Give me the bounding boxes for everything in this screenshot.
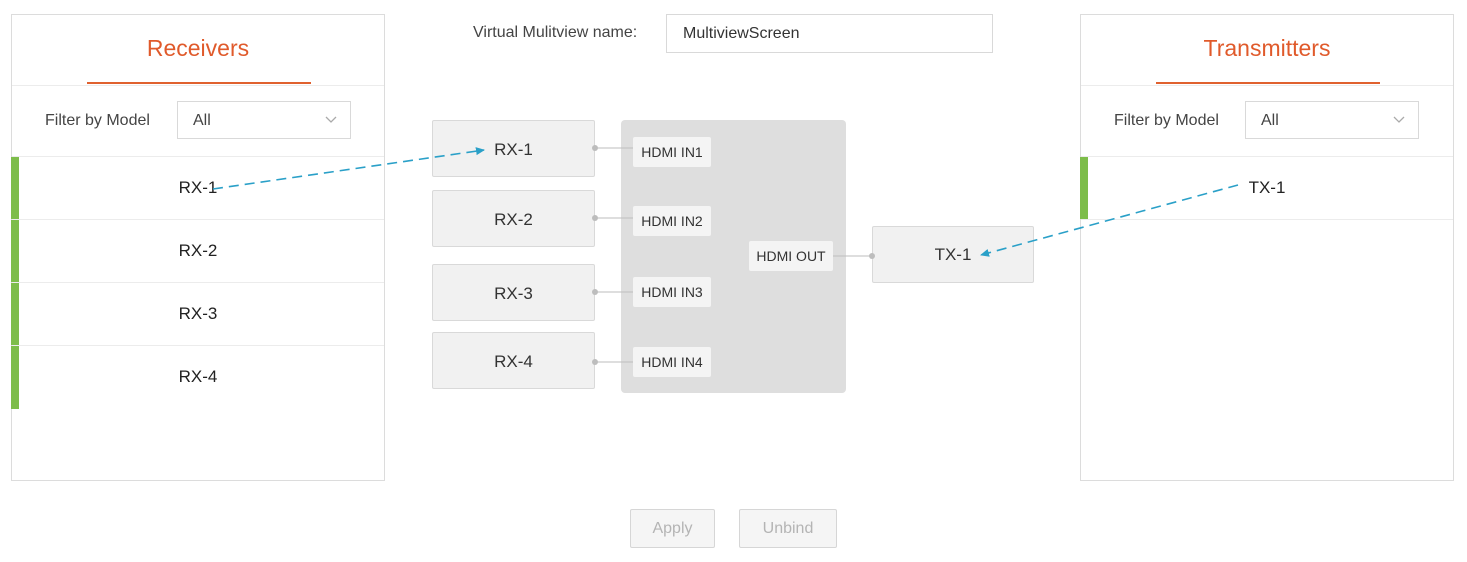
receiver-item-rx-1[interactable]: RX-1 <box>11 157 384 220</box>
rx-slot-label: RX-1 <box>494 140 533 159</box>
receivers-panel: Receivers Filter by Model All RX-1 RX-2 … <box>11 14 385 481</box>
receivers-filter-value: All <box>193 112 211 129</box>
receivers-title: Receivers <box>146 35 250 61</box>
transmitter-item-tx-1[interactable]: TX-1 <box>1080 157 1453 220</box>
apply-button[interactable]: Apply <box>630 509 715 548</box>
transmitters-list: TX-1 <box>1080 156 1453 220</box>
transmitters-title-underline <box>1156 82 1380 84</box>
transmitters-panel: Transmitters Filter by Model All TX-1 <box>1080 14 1454 481</box>
tx-slot[interactable]: TX-1 <box>872 226 1034 283</box>
receiver-label: RX-2 <box>178 241 218 260</box>
transmitters-title: Transmitters <box>1203 35 1331 61</box>
status-bar <box>11 157 19 219</box>
divider <box>1081 85 1453 86</box>
receiver-item-rx-3[interactable]: RX-3 <box>11 283 384 346</box>
chevron-down-icon <box>325 116 337 123</box>
receivers-filter-label: Filter by Model <box>45 112 150 129</box>
chevron-down-icon <box>1393 116 1405 123</box>
receiver-item-rx-4[interactable]: RX-4 <box>11 346 384 409</box>
tx-slot-label: TX-1 <box>934 245 972 264</box>
rx-slot-label: RX-2 <box>494 210 533 229</box>
unbind-button[interactable]: Unbind <box>739 509 837 548</box>
rx-slot-2[interactable]: RX-2 <box>432 190 595 247</box>
receiver-item-rx-2[interactable]: RX-2 <box>11 220 384 283</box>
status-bar <box>11 283 19 345</box>
rx-slot-label: RX-3 <box>494 284 533 303</box>
receiver-label: RX-1 <box>178 178 218 197</box>
receivers-filter-select[interactable]: All <box>177 101 351 139</box>
hdmi-in4-port: HDMI IN4 <box>633 347 711 377</box>
multiview-name-label: Virtual Mulitview name: <box>473 24 638 41</box>
transmitters-filter-label: Filter by Model <box>1114 112 1219 129</box>
hdmi-out-port: HDMI OUT <box>749 241 833 271</box>
rx-slot-1[interactable]: RX-1 <box>432 120 595 177</box>
receiver-label: RX-4 <box>178 367 218 386</box>
receiver-label: RX-3 <box>178 304 218 323</box>
hdmi-in2-port: HDMI IN2 <box>633 206 711 236</box>
multiview-device: HDMI IN1 HDMI IN2 HDMI IN3 HDMI IN4 HDMI… <box>621 120 846 393</box>
receivers-title-underline <box>87 82 311 84</box>
receivers-list: RX-1 RX-2 RX-3 RX-4 <box>11 156 384 409</box>
transmitters-filter-select[interactable]: All <box>1245 101 1419 139</box>
hdmi-in1-port: HDMI IN1 <box>633 137 711 167</box>
hdmi-in3-port: HDMI IN3 <box>633 277 711 307</box>
transmitters-filter-value: All <box>1261 112 1279 129</box>
rx-slot-4[interactable]: RX-4 <box>432 332 595 389</box>
divider <box>12 85 384 86</box>
rx-slot-3[interactable]: RX-3 <box>432 264 595 321</box>
transmitter-label: TX-1 <box>1248 178 1286 197</box>
multiview-name-input[interactable] <box>666 14 993 53</box>
status-bar <box>11 220 19 282</box>
status-bar <box>11 346 19 409</box>
rx-slot-label: RX-4 <box>494 352 533 371</box>
